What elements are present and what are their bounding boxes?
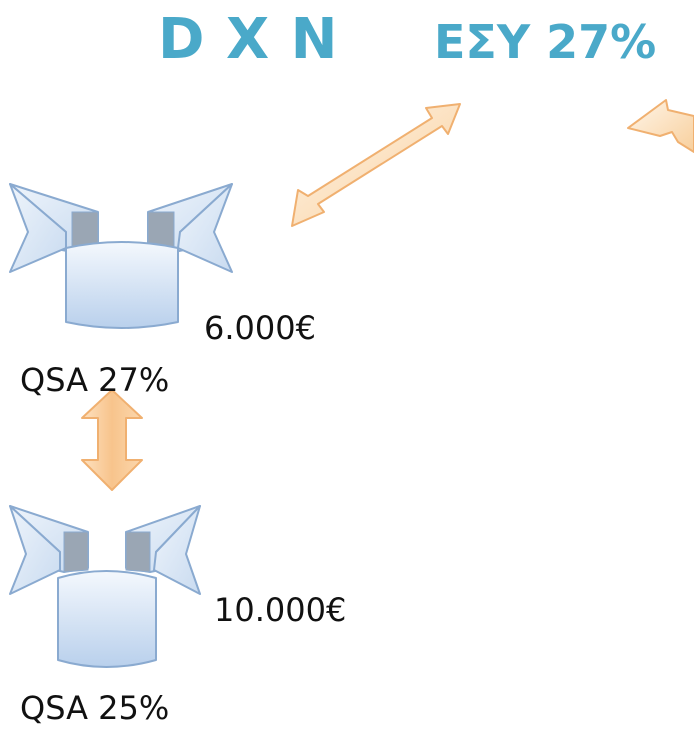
page-subtitle: ΕΣΥ 27%: [434, 15, 657, 69]
double-arrow-partial-icon: [627, 99, 694, 153]
tier-2-amount: 10.000€: [214, 591, 347, 629]
ribbon-banner-icon-2: [9, 505, 201, 668]
double-arrow-diagonal-icon: [291, 103, 461, 227]
double-arrow-vertical-icon: [81, 389, 143, 491]
page-title: D X N: [158, 7, 339, 72]
tier-2-label: QSA 25%: [20, 689, 170, 727]
tier-1-label: QSA 27%: [20, 361, 170, 399]
tier-1-amount: 6.000€: [204, 309, 316, 347]
ribbon-banner-icon-1: [9, 183, 233, 329]
